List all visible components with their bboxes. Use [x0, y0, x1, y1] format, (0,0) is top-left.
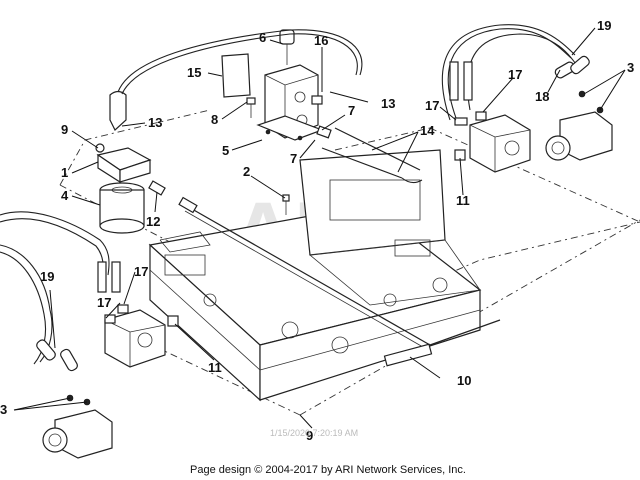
callout-9: 9 [306, 428, 313, 443]
timestamp: 1/15/2020 7:20:19 AM [270, 428, 358, 438]
hose-14 [321, 127, 423, 184]
callout-8: 8 [211, 112, 218, 127]
callout-19: 19 [40, 269, 54, 284]
callout-17: 17 [508, 67, 522, 82]
bolt-8 [246, 97, 256, 118]
callout-17: 17 [425, 98, 439, 113]
filter-assembly [96, 147, 152, 234]
callout-3: 3 [627, 60, 634, 75]
callout-11: 11 [208, 360, 222, 375]
fittings-left [95, 90, 166, 196]
bolt-2 [282, 194, 290, 215]
callout-18: 18 [535, 89, 549, 104]
callout-13: 13 [381, 96, 395, 111]
callout-10: 10 [457, 373, 471, 388]
callout-14: 14 [420, 123, 435, 138]
fittings-misc [167, 61, 473, 327]
axle-tube [178, 196, 501, 367]
leader-lines [13, 27, 626, 429]
callout-17: 17 [134, 264, 148, 279]
callout-13: 13 [148, 115, 162, 130]
decal-plate [221, 53, 251, 98]
callout-4: 4 [61, 188, 69, 203]
right-motor-assembly [454, 55, 613, 173]
callout-6: 6 [259, 30, 266, 45]
callout-16: 16 [314, 33, 328, 48]
callout-3: 3 [0, 402, 7, 417]
callout-19: 19 [597, 18, 611, 33]
callout-9: 9 [61, 122, 68, 137]
reservoir-tank [256, 29, 324, 141]
callout-7: 7 [290, 151, 297, 166]
callouts: 6 16 13 15 8 5 7 7 13 9 1 4 12 2 14 11 1… [0, 18, 634, 443]
callout-12: 12 [146, 214, 160, 229]
callout-11: 11 [456, 193, 470, 208]
callout-5: 5 [222, 143, 229, 158]
callout-2: 2 [243, 164, 250, 179]
page-footer: Page design © 2004-2017 by ARI Network S… [190, 464, 466, 476]
callout-17: 17 [97, 295, 111, 310]
callout-15: 15 [187, 65, 201, 80]
left-motor-assembly [36, 261, 166, 459]
main-frame [148, 149, 482, 402]
callout-7: 7 [348, 103, 355, 118]
callout-1: 1 [61, 165, 68, 180]
